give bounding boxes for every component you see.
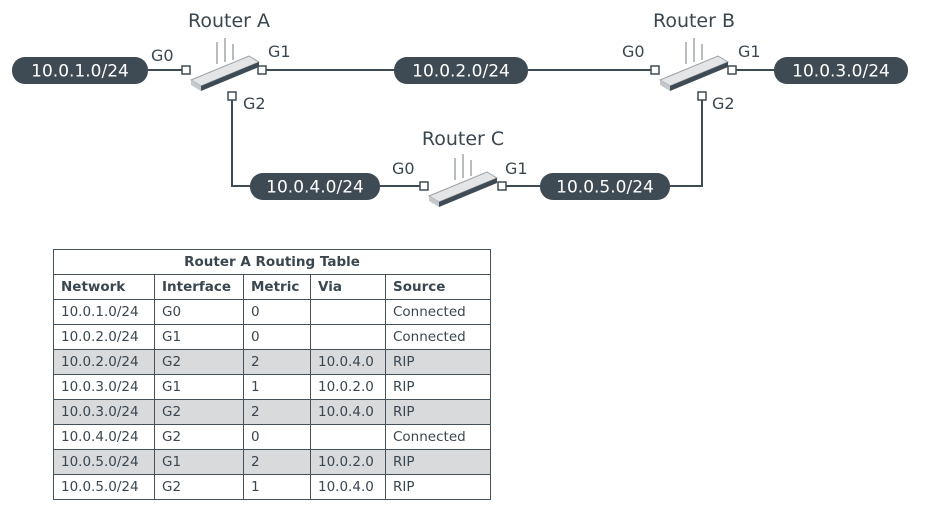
cell-source: Connected [384, 299, 492, 325]
cell-network: 10.0.5.0/24 [53, 474, 155, 500]
column-header-via: Via [310, 274, 386, 300]
network-label: 10.0.1.0/24 [31, 62, 129, 82]
cell-interface: G2 [154, 349, 244, 375]
cell-interface: G1 [154, 449, 244, 475]
column-header-source: Source [384, 274, 492, 300]
network-pill-4: 10.0.4.0/24 [250, 173, 380, 200]
cell-via [310, 424, 386, 450]
port-icon [727, 65, 737, 75]
cell-source: RIP [384, 349, 492, 375]
port-icon [181, 65, 191, 75]
routing-table: Router A Routing Table Network Interface… [52, 249, 492, 500]
network-pill-3: 10.0.3.0/24 [774, 57, 908, 84]
router-a-g2-label: G2 [243, 94, 266, 113]
cell-interface: G1 [154, 324, 244, 350]
cell-via: 10.0.4.0 [310, 474, 386, 500]
cell-network: 10.0.3.0/24 [53, 374, 155, 400]
cell-metric: 0 [243, 424, 311, 450]
cell-metric: 0 [243, 299, 311, 325]
cell-interface: G2 [154, 424, 244, 450]
network-label: 10.0.4.0/24 [266, 178, 364, 198]
link-a-n4 [231, 98, 250, 187]
port-icon [497, 181, 507, 191]
cell-via [310, 324, 386, 350]
router-b-g2-label: G2 [712, 94, 735, 113]
cell-metric: 2 [243, 449, 311, 475]
network-diagram: 10.0.1.0/24 10.0.2.0/24 10.0.3.0/24 10.0… [12, 10, 908, 208]
router-b-name: Router B [653, 10, 735, 32]
cell-via: 10.0.2.0 [310, 449, 386, 475]
cell-metric: 2 [243, 349, 311, 375]
cell-metric: 1 [243, 374, 311, 400]
cell-network: 10.0.2.0/24 [53, 349, 155, 375]
cell-network: 10.0.2.0/24 [53, 324, 155, 350]
link-n5-b [670, 98, 703, 187]
cell-interface: G0 [154, 299, 244, 325]
router-b-g0-label: G0 [622, 42, 645, 61]
cell-interface: G2 [154, 474, 244, 500]
cell-interface: G2 [154, 399, 244, 425]
network-label: 10.0.3.0/24 [792, 62, 890, 82]
network-pill-5: 10.0.5.0/24 [540, 173, 670, 200]
router-c: Router C G0 G1 [392, 128, 528, 208]
cell-source: RIP [384, 399, 492, 425]
router-c-g0-label: G0 [392, 159, 415, 178]
cell-source: RIP [384, 449, 492, 475]
column-header-network: Network [53, 274, 155, 300]
cell-network: 10.0.4.0/24 [53, 424, 155, 450]
column-header-metric: Metric [243, 274, 311, 300]
router-icon [428, 153, 498, 208]
cell-source: Connected [384, 424, 492, 450]
cell-via: 10.0.4.0 [310, 349, 386, 375]
router-icon [659, 37, 729, 92]
cell-via [310, 299, 386, 325]
cell-via: 10.0.4.0 [310, 399, 386, 425]
port-icon [257, 65, 267, 75]
cell-network: 10.0.3.0/24 [53, 399, 155, 425]
port-icon [419, 181, 429, 191]
network-pill-1: 10.0.1.0/24 [12, 57, 148, 84]
network-pill-2: 10.0.2.0/24 [394, 57, 528, 84]
cell-interface: G1 [154, 374, 244, 400]
router-a-name: Router A [188, 10, 270, 32]
router-b: Router B G0 G1 G2 [622, 10, 761, 113]
cell-source: RIP [384, 474, 492, 500]
port-icon [227, 91, 237, 101]
port-icon [650, 65, 660, 75]
network-label: 10.0.2.0/24 [412, 62, 510, 82]
links [148, 69, 774, 187]
router-a-g1-label: G1 [268, 42, 291, 61]
cell-metric: 2 [243, 399, 311, 425]
router-c-g1-label: G1 [505, 159, 528, 178]
cell-metric: 0 [243, 324, 311, 350]
table-title: Router A Routing Table [52, 249, 492, 275]
router-c-name: Router C [422, 128, 504, 150]
cell-source: Connected [384, 324, 492, 350]
router-a-g0-label: G0 [151, 46, 174, 65]
cell-network: 10.0.1.0/24 [53, 299, 155, 325]
network-label: 10.0.5.0/24 [556, 178, 654, 198]
router-b-g1-label: G1 [738, 42, 761, 61]
router-icon [190, 37, 260, 92]
cell-network: 10.0.5.0/24 [53, 449, 155, 475]
cell-metric: 1 [243, 474, 311, 500]
cell-via: 10.0.2.0 [310, 374, 386, 400]
routing-table-container: Router A Routing Table Network Interface… [52, 249, 492, 500]
cell-source: RIP [384, 374, 492, 400]
router-a: Router A G0 G1 G2 [151, 10, 291, 113]
port-icon [697, 91, 707, 101]
column-header-interface: Interface [154, 274, 244, 300]
